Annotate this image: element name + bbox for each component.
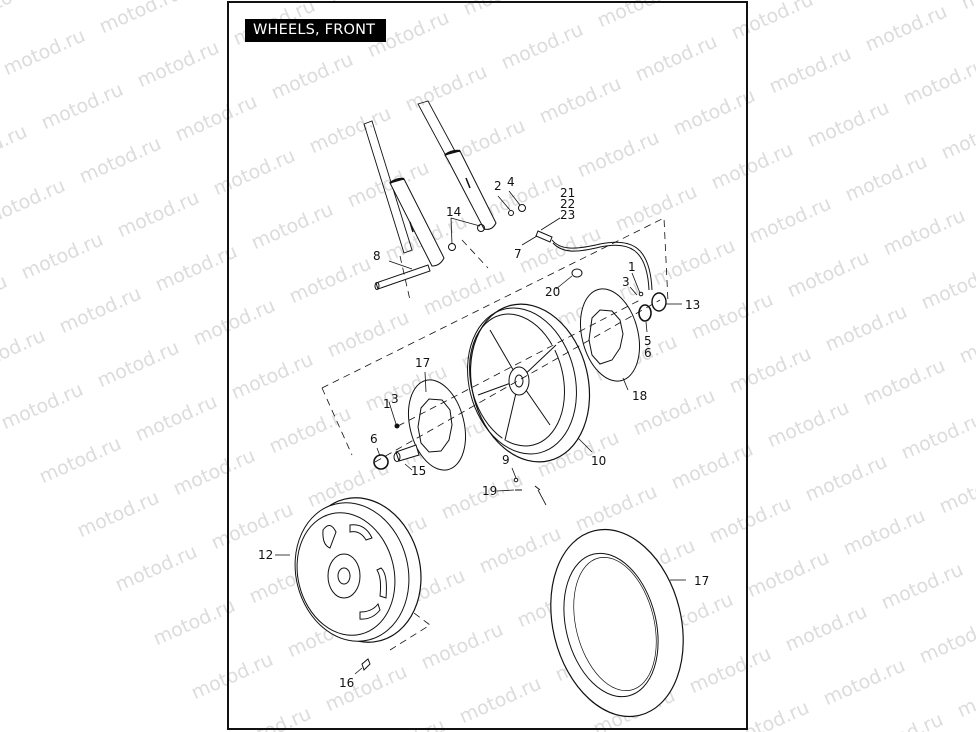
fork-leg-right	[417, 100, 497, 230]
axle-part	[374, 264, 431, 290]
callout-6-left: 6	[370, 432, 378, 446]
callout-14: 15	[411, 464, 426, 478]
speed-sensor-part	[535, 230, 653, 291]
callout-22: 23	[560, 208, 575, 222]
callout-labels: 8 14 2 4 21 22 23 7 20 1 3 13 5 6 18 17 …	[258, 175, 709, 690]
callout-9: 13	[685, 298, 700, 312]
callout-8: 14	[446, 205, 461, 219]
callout-3-left: 3	[391, 392, 399, 406]
callout-2: 2	[494, 179, 502, 193]
callout-6-right: 6	[644, 346, 652, 360]
callout-15: 16	[339, 676, 354, 690]
fork-leg-left	[363, 120, 445, 267]
diagram-frame	[227, 1, 748, 730]
callout-1-right: 1	[628, 260, 636, 274]
callout-10: 9	[502, 453, 510, 467]
bearing-parts-right	[638, 291, 667, 322]
disc-wheel-part	[294, 497, 422, 643]
callout-11: 12	[258, 548, 273, 562]
callout-1-left: 1	[383, 397, 391, 411]
callout-5: 5	[644, 334, 652, 348]
diagram-title: WHEELS, FRONT	[245, 19, 386, 42]
callout-18: 19	[482, 484, 497, 498]
callout-4: 4	[507, 175, 515, 189]
callout-20: 21	[560, 186, 575, 200]
spoked-wheel-part	[467, 303, 591, 463]
callout-7: 7	[514, 247, 522, 261]
brake-rotor-right	[580, 288, 640, 382]
spacer-and-seal-left	[373, 423, 420, 470]
tire-part	[550, 528, 684, 718]
callout-17-right: 18	[632, 389, 647, 403]
callout-19: 20	[545, 285, 560, 299]
dashed-assembly-guides	[321, 217, 669, 651]
callout-leader-lines	[275, 190, 686, 675]
callout-21: 22	[560, 197, 575, 211]
callout-17-left: 17	[415, 356, 430, 370]
brake-rotor-left	[408, 379, 466, 471]
valve-hardware	[361, 477, 541, 671]
callout-16: 17	[694, 574, 709, 588]
callout-3-right: 3	[622, 275, 630, 289]
callout-13: 10	[591, 454, 606, 468]
callout-12: 8	[373, 249, 381, 263]
